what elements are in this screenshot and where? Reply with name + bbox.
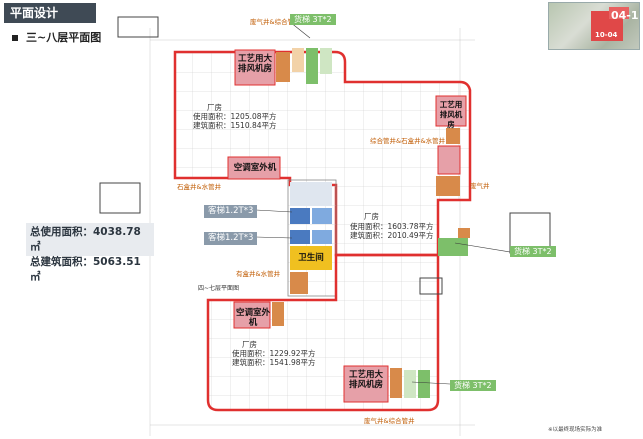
subtitle-text: 三~八层平面图 [26, 31, 102, 44]
freight-shaft-north [306, 48, 318, 84]
fan-room-south-label: 工艺用大排风机房 [348, 370, 383, 390]
shaft-north-light [292, 48, 304, 72]
room-east-building: 建筑面积：2010.49平方 [350, 231, 434, 240]
area-summary: 总使用面积：4038.78㎡ 总建筑面积：5063.51㎡ [26, 223, 154, 283]
passenger-elevator-2b [312, 230, 332, 244]
ac-outdoor-south-label: 空调室外机 [236, 308, 271, 328]
ac-outdoor-north [227, 156, 281, 180]
room-east-name: 厂房 [364, 212, 379, 221]
footnote: ※以最终现场实际为准 [548, 427, 603, 433]
room-north-building: 建筑面积：1510.84平方 [193, 121, 277, 130]
shaft-north-label: 废气井&综合管井 [250, 18, 301, 26]
core-top [290, 182, 332, 206]
fan-room-east [435, 95, 467, 127]
stair-plan-label: 四~七层平面图 [198, 285, 240, 292]
fan-room-north-label: 工艺用大排风机房 [237, 54, 272, 74]
shaft-center-label: 有盒井&水管井 [236, 270, 281, 278]
fan-room-east-label: 工艺用排风机房 [439, 100, 463, 129]
shaft-east-3 [458, 228, 470, 238]
core-shaft [290, 272, 308, 294]
passenger-elevator-2 [290, 230, 310, 244]
location-minimap: 04-1 10-04 [548, 2, 640, 50]
external-blocks [99, 16, 551, 295]
shaft-south-1 [272, 302, 284, 326]
toilet-room [290, 246, 332, 270]
shaft-east-1 [446, 128, 460, 144]
shaft-south-2 [390, 368, 402, 398]
ac-outdoor-south [233, 301, 271, 329]
bullet-icon [12, 35, 18, 41]
minimap-label-bottom: 10-04 [595, 31, 618, 39]
minimap-label-top: 04-1 [611, 9, 639, 22]
room-south-usable: 使用面积：1229.92平方 [232, 349, 316, 358]
room-north-usable: 使用面积：1205.08平方 [193, 112, 277, 121]
toilet-label: 卫生间 [298, 253, 324, 263]
freight-elevator-north-callout: 货梯 3T*2 [290, 14, 336, 25]
passenger-elevator-1b [312, 208, 332, 224]
total-building-area: 总建筑面积：5063.51㎡ [30, 256, 141, 283]
passenger-elevator-1 [290, 208, 310, 224]
freight-shaft-north-2 [320, 48, 332, 74]
exhaust-east-label: 废气井 [470, 182, 490, 190]
freight-elevator-east-callout: 货梯 3T*2 [510, 246, 556, 257]
freight-shaft-south [404, 370, 416, 398]
room-south-name: 厂房 [242, 340, 257, 349]
room-south-building: 建筑面积：1541.98平方 [232, 358, 316, 367]
page-title: 平面设计 [4, 3, 96, 23]
passenger-elevator-1-callout: 客梯1.2T*3 [204, 205, 258, 218]
passenger-elevator-2-callout: 客梯1.2T*3 [204, 232, 258, 245]
ac-outdoor-north-label: 空调室外机 [233, 163, 277, 173]
total-usable-area: 总使用面积：4038.78㎡ [30, 226, 141, 253]
fan-room-north [234, 49, 276, 86]
shaft-north-orange [276, 52, 290, 82]
room-north-name: 厂房 [207, 103, 222, 112]
shaft-west-label: 石盒井&水管井 [177, 183, 222, 191]
shaft-east-label: 综合管井&石盒井&水管井 [370, 137, 446, 145]
fan-room-south [343, 365, 389, 403]
exhaust-east [436, 176, 460, 196]
room-east-usable: 使用面积：1603.78平方 [350, 222, 434, 231]
plan-subtitle: 三~八层平面图 [12, 29, 101, 45]
shaft-south-label: 废气井&综合管井 [364, 417, 415, 425]
shaft-east-2 [437, 145, 461, 175]
minimap-highlight-secondary [609, 7, 629, 19]
freight-elevator-south-callout: 货梯 3T*2 [450, 380, 496, 391]
freight-shaft-east [438, 238, 468, 256]
freight-shaft-south-2 [418, 370, 430, 398]
